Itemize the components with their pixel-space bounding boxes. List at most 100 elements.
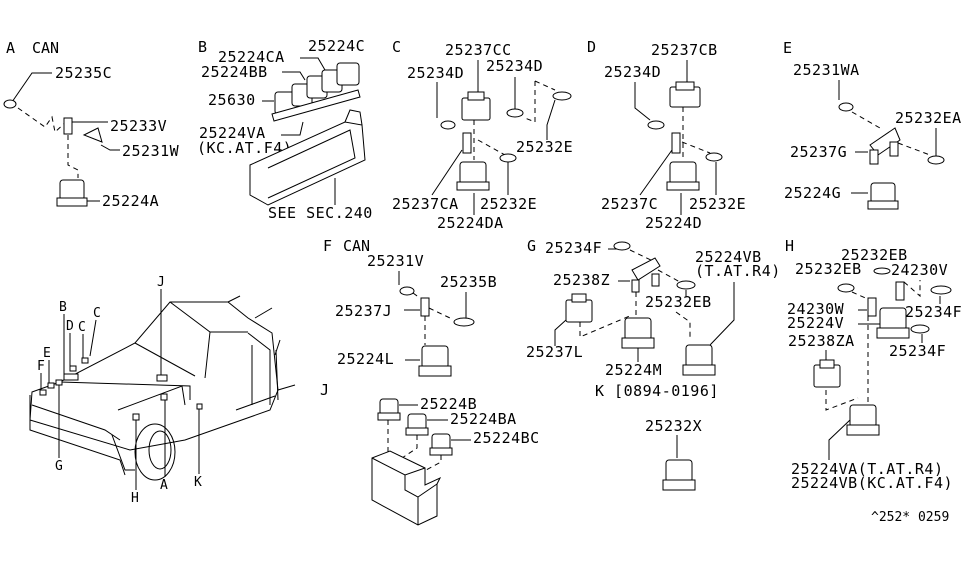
part-label-25231WA[interactable]: 25231WA <box>793 61 860 79</box>
bolt-icon <box>552 91 572 101</box>
part-label-24230V[interactable]: 24230V <box>891 261 948 279</box>
part-label-25224CA[interactable]: 25224CA <box>218 48 285 66</box>
part-label-25224V[interactable]: 25224V <box>787 314 844 332</box>
callout-label: D <box>66 319 74 334</box>
part-label-25224DA[interactable]: 25224DA <box>437 214 504 232</box>
part-label-25237CB[interactable]: 25237CB <box>651 41 718 59</box>
section-e: E 25231WA 25232EA 25237G 25224G <box>783 39 962 210</box>
part-label-25238ZA[interactable]: 25238ZA <box>788 332 855 350</box>
leader-line <box>300 57 326 71</box>
callout-label: B <box>59 300 67 315</box>
part-label-25224VB[interactable]: 25224VB <box>695 248 762 266</box>
callout-h[interactable]: H <box>131 418 139 506</box>
relay-icon <box>621 317 655 349</box>
section-k: 25232X <box>645 417 702 491</box>
connector-icon <box>565 293 593 323</box>
part-label-25224VB-kc-at-f4[interactable]: 25224VB(KC.AT.F4) <box>791 474 953 492</box>
callout-c1[interactable]: C <box>78 320 86 360</box>
bolt-icon <box>676 280 696 290</box>
section-g: G 25234F 25224VB (T.AT.R4) 25238Z 25232E… <box>526 237 780 400</box>
relay-icon <box>867 182 899 210</box>
callout-d[interactable]: D <box>66 319 74 368</box>
part-label-25224BC[interactable]: 25224BC <box>473 429 540 447</box>
part-label-25224C[interactable]: 25224C <box>308 37 365 55</box>
part-label-25237L[interactable]: 25237L <box>526 343 583 361</box>
part-label-25234D-2[interactable]: 25234D <box>486 57 543 75</box>
connector-icon <box>461 91 491 121</box>
section-e-letter: E <box>783 39 792 57</box>
truck-outline-icon <box>29 295 296 481</box>
part-label-25224L[interactable]: 25224L <box>337 350 394 368</box>
callout-label: A <box>160 478 168 493</box>
callout-j[interactable]: J <box>157 275 165 375</box>
part-label-25235B[interactable]: 25235B <box>440 273 497 291</box>
part-label-25237J[interactable]: 25237J <box>335 302 392 320</box>
part-label-25232EB-3[interactable]: 25232EB <box>795 260 862 278</box>
part-label-25232E-3[interactable]: 25232E <box>689 195 746 213</box>
vehicle-overview: B D C C E F G J H A K <box>29 275 296 506</box>
callout-label: G <box>55 459 63 474</box>
section-g-letter: G <box>527 237 536 255</box>
callout-line <box>89 319 97 357</box>
relay-icon <box>662 459 696 491</box>
part-label-25224D[interactable]: 25224D <box>645 214 702 232</box>
screw-icon <box>838 102 854 112</box>
part-label-25232E-2[interactable]: 25232E <box>480 195 537 213</box>
part-label-25231V[interactable]: 25231V <box>367 252 424 270</box>
relay-location-markers <box>39 357 203 421</box>
part-label-25630[interactable]: 25630 <box>208 91 256 109</box>
callout-c2[interactable]: C <box>89 306 101 357</box>
relay-icon <box>682 344 716 376</box>
callout-k[interactable]: K <box>194 408 202 490</box>
part-label-25234F-2[interactable]: 25234F <box>905 303 962 321</box>
section-k-range: K [0894-0196] <box>595 382 719 400</box>
part-label-25237CC[interactable]: 25237CC <box>445 41 512 59</box>
part-label-25224M[interactable]: 25224M <box>605 361 662 379</box>
part-label-25232E[interactable]: 25232E <box>516 138 573 156</box>
callout-label: F <box>37 359 45 374</box>
part-label-25232EB[interactable]: 25232EB <box>645 293 712 311</box>
part-label-25224BA[interactable]: 25224BA <box>450 410 517 428</box>
part-label-25237CA[interactable]: 25237CA <box>392 195 459 213</box>
part-label-25237C[interactable]: 25237C <box>601 195 658 213</box>
relay-bracket-tray-icon <box>249 109 366 206</box>
part-label-25224G[interactable]: 25224G <box>784 184 841 202</box>
leader-line <box>828 419 851 460</box>
bolt-icon <box>927 155 945 165</box>
part-label-25233V[interactable]: 25233V <box>110 117 167 135</box>
part-label-25232EB-2[interactable]: 25232EB <box>841 246 908 264</box>
part-label-25234F[interactable]: 25234F <box>545 239 602 257</box>
part-label-25224VA-t-at-r4[interactable]: 25224VA(T.AT.R4) <box>791 460 944 478</box>
leader-line <box>11 72 52 103</box>
leader-line <box>281 121 304 136</box>
section-b-letter: B <box>198 38 207 56</box>
assembly-line <box>477 139 506 156</box>
part-label-25224A[interactable]: 25224A <box>102 192 159 210</box>
part-label-25238Z[interactable]: 25238Z <box>553 271 610 289</box>
part-label-25232X[interactable]: 25232X <box>645 417 702 435</box>
part-label-25234D-3[interactable]: 25234D <box>604 63 661 81</box>
callout-g[interactable]: G <box>55 385 63 474</box>
part-label-25235C[interactable]: 25235C <box>55 64 112 82</box>
part-label-25234D[interactable]: 25234D <box>407 64 464 82</box>
callout-e[interactable]: E <box>43 346 51 385</box>
part-label-25224BB[interactable]: 25224BB <box>201 63 268 81</box>
part-label-25224VA[interactable]: 25224VA <box>199 124 266 142</box>
part-label-25232EA[interactable]: 25232EA <box>895 109 962 127</box>
section-c: C 25237CC 25234D 25234D 25232E 25237CA 2… <box>392 38 573 232</box>
callout-b[interactable]: B <box>59 300 67 375</box>
bracket-icon <box>631 257 661 293</box>
assembly-line <box>903 280 921 298</box>
assembly-line <box>401 435 418 459</box>
part-label-24230W[interactable]: 24230W <box>787 300 845 318</box>
relay-icon <box>846 404 880 436</box>
callout-f[interactable]: F <box>37 359 45 392</box>
part-label-25237G[interactable]: 25237G <box>790 143 847 161</box>
part-label-25234F-3[interactable]: 25234F <box>889 342 946 360</box>
assembly-line <box>851 111 881 129</box>
section-d-letter: D <box>587 38 596 56</box>
relay-icon <box>456 161 490 191</box>
callout-a[interactable]: A <box>160 398 168 493</box>
part-label-25231W[interactable]: 25231W <box>122 142 180 160</box>
part-label-25224B[interactable]: 25224B <box>420 395 477 413</box>
